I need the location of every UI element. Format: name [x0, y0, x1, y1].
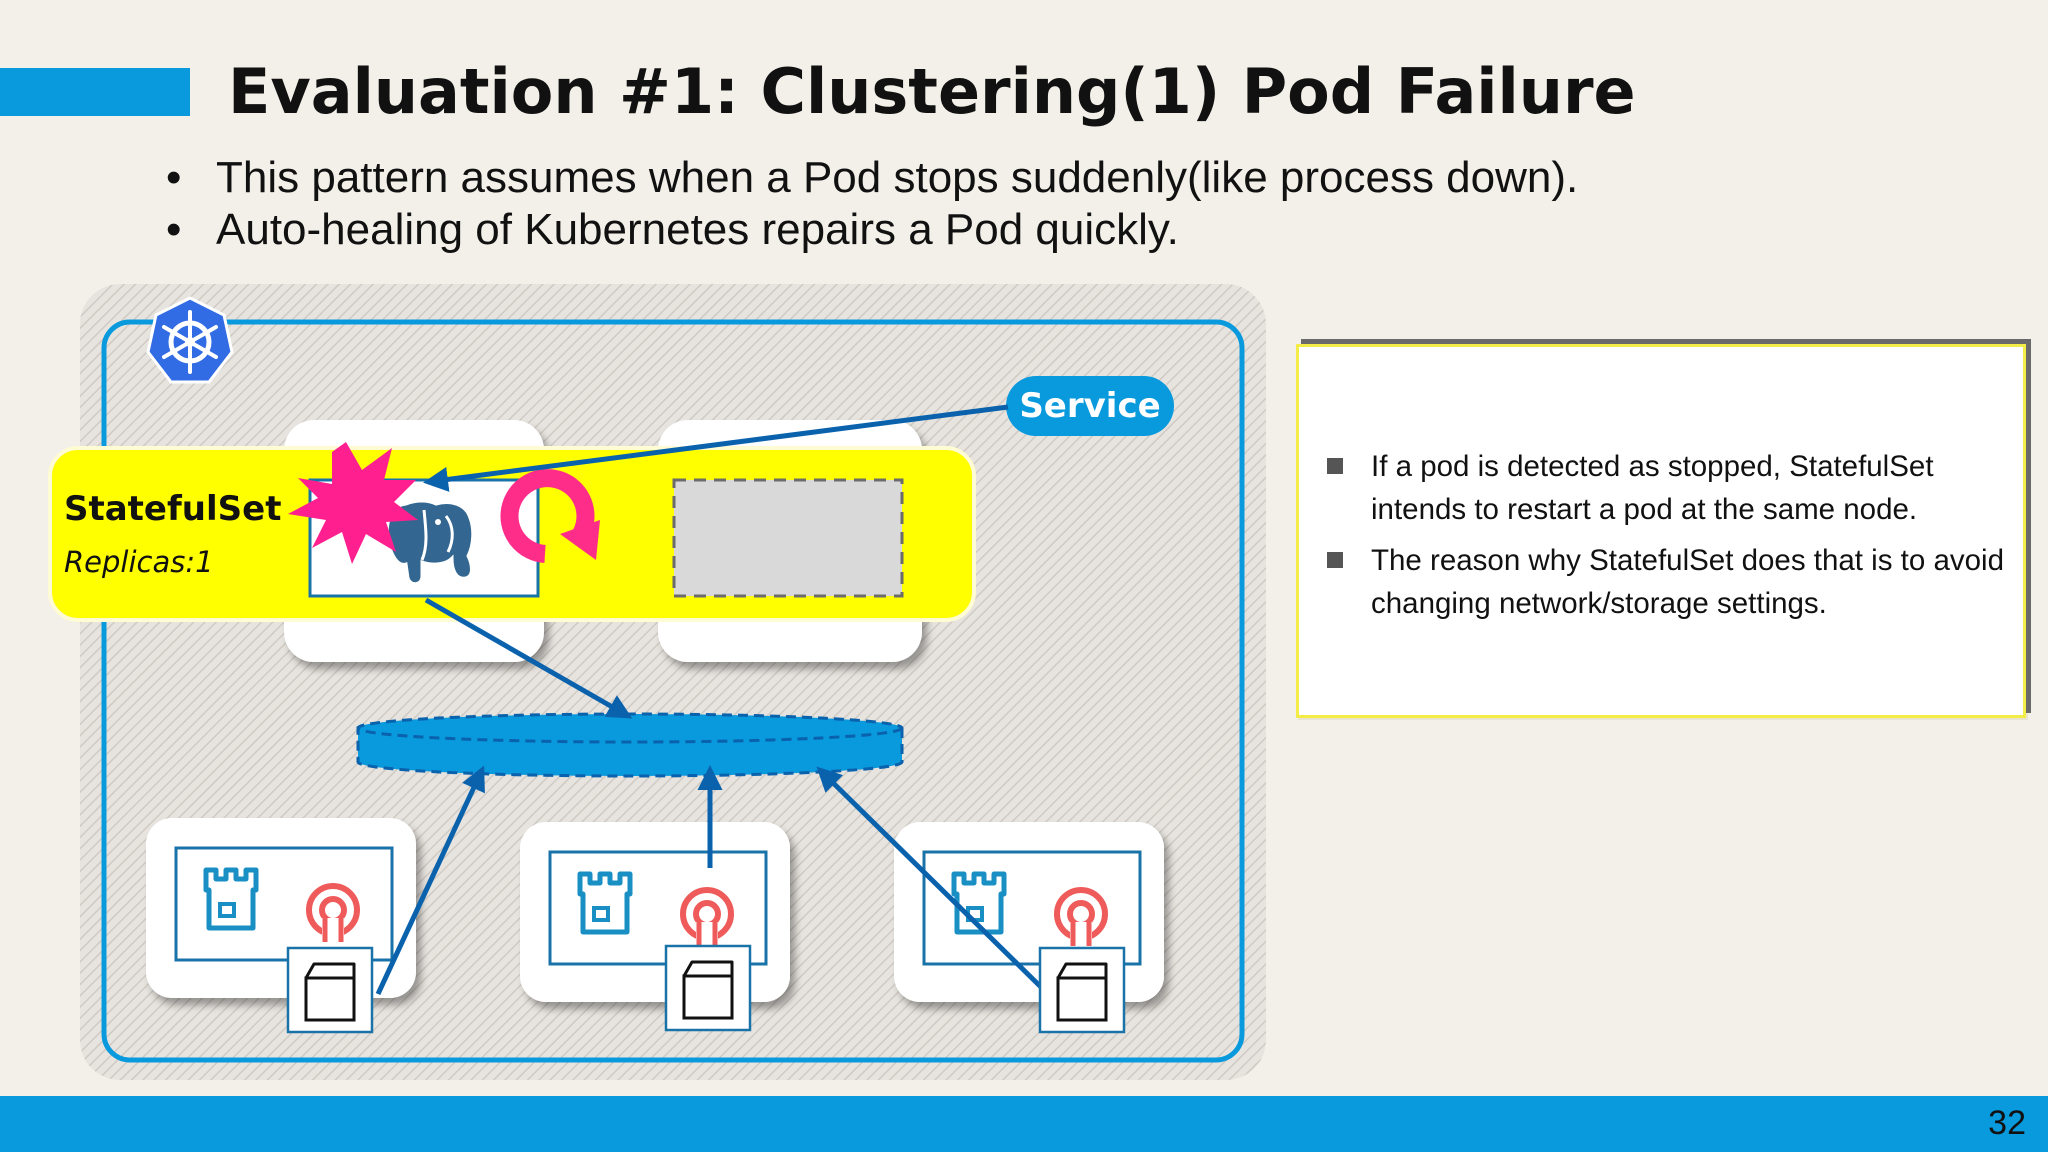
kubernetes-cluster-boundary: [101, 319, 1245, 1063]
postgresql-elephant-icon: [385, 499, 475, 586]
storage-pool: [356, 712, 904, 778]
note-item: If a pod is detected as stopped, Statefu…: [1325, 445, 2013, 531]
volume-cube-icon: [1038, 946, 1126, 1034]
storage-node-1: [146, 818, 416, 998]
volume-cube-icon: [286, 946, 374, 1034]
intro-bullets: This pattern assumes when a Pod stops su…: [160, 152, 1578, 256]
footer-bar: 32: [0, 1096, 2048, 1152]
empty-pod-slot: [672, 478, 904, 598]
title-accent-bar: [0, 68, 190, 116]
storage3-to-pool-arrow: [816, 766, 1048, 994]
volume-cube-icon: [664, 944, 752, 1032]
connection-arrows: [375, 404, 1048, 996]
kubernetes-helm-icon: [146, 296, 234, 384]
pod-to-storage-arrow: [424, 597, 633, 719]
note-item: The reason why StatefulSet does that is …: [1325, 539, 2013, 625]
service-to-pod-arrow: [423, 404, 1009, 492]
bullet-item: This pattern assumes when a Pod stops su…: [160, 152, 1578, 204]
statefulset-label: StatefulSet: [64, 489, 281, 529]
explanation-note: If a pod is detected as stopped, Statefu…: [1296, 344, 2026, 718]
service-pill: [1006, 376, 1174, 436]
page-title: Evaluation #1: Clustering(1) Pod Failure: [228, 55, 1636, 128]
restart-arrow-icon: [500, 469, 600, 563]
failure-burst-icon: [288, 442, 418, 564]
bullet-item: Auto-healing of Kubernetes repairs a Pod…: [160, 204, 1578, 256]
service-label: Service: [1019, 386, 1160, 426]
page-number: 32: [1988, 1104, 2026, 1142]
storage1-to-pool-arrow: [375, 765, 485, 996]
replicas-label: Replicas:1: [64, 545, 214, 579]
